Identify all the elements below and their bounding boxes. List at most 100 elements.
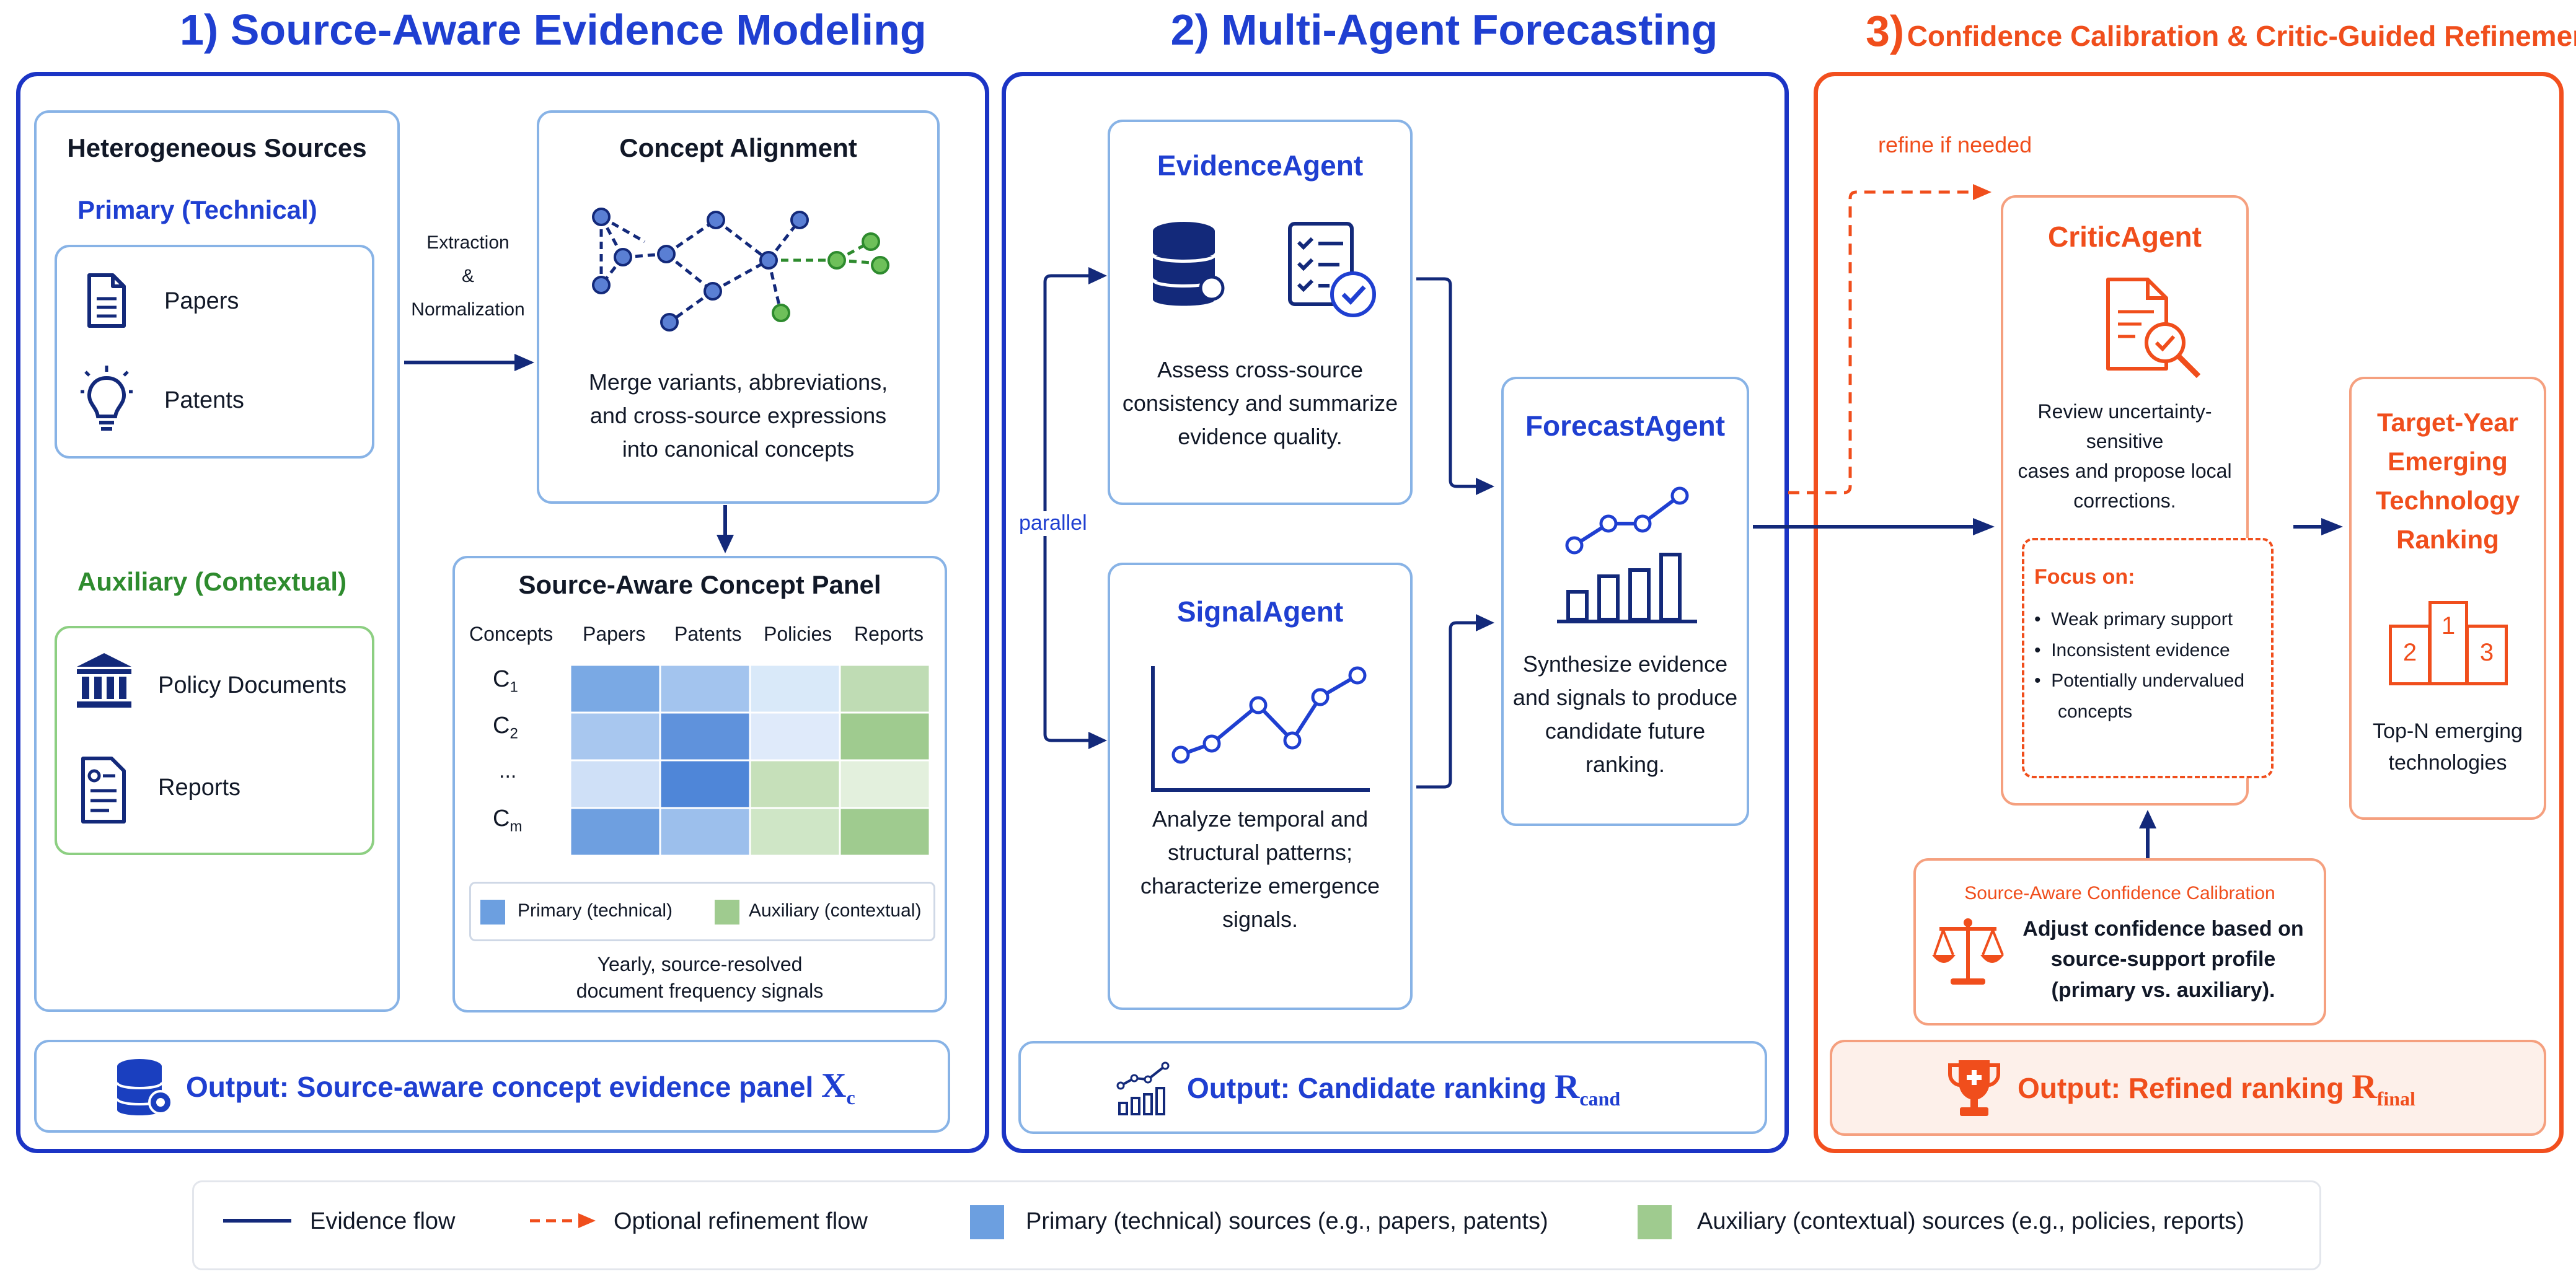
scales-icon — [1932, 918, 2004, 985]
column3-panel — [1814, 72, 2564, 1153]
podium-icon: 1 2 3 — [2386, 601, 2510, 688]
legend — [192, 1180, 2321, 1270]
alignment-down-arrow — [717, 505, 734, 553]
output2-box — [1018, 1041, 1767, 1134]
panel-row-label: Cm — [493, 806, 523, 835]
critic-desc-line1: Review uncertainty-sensitive — [2037, 400, 2212, 452]
forecast-desc-line3: candidate future — [1545, 718, 1706, 744]
panel-row-label: C2 — [493, 713, 518, 742]
alignment-desc-line1: Merge variants, abbreviations, — [588, 369, 888, 395]
output2-label: Output: Candidate ranking Rcand — [1187, 1068, 1621, 1110]
panel-header-papers: Papers — [583, 623, 646, 645]
focus-list: • Weak primary support • Inconsistent ev… — [2034, 604, 2257, 727]
legend-primary-sources: Primary (technical) sources (e.g., paper… — [1026, 1208, 1548, 1234]
target-title-line3: Technology — [2375, 486, 2520, 515]
source-reports: Reports — [158, 775, 241, 801]
auxiliary-swatch — [715, 900, 739, 925]
critic-agent-title: CriticAgent — [2048, 221, 2202, 253]
forecast-desc-line4: ranking. — [1585, 752, 1665, 777]
document-icon — [87, 273, 126, 328]
merge-arrows — [1416, 277, 1494, 789]
signal-agent-card — [1108, 563, 1413, 1010]
panel-header-reports: Reports — [854, 623, 924, 645]
concept-heatmap — [569, 664, 931, 857]
legend-primary-swatch — [970, 1205, 1004, 1239]
column2-title: 2) Multi-Agent Forecasting — [1170, 6, 1718, 54]
calibration-desc: Adjust confidence based on source-suppor… — [2014, 914, 2312, 1006]
forecast-to-critic-arrow — [1753, 518, 1995, 535]
signal-desc-line3: characterize emergence — [1140, 873, 1380, 898]
legend-optional-line — [530, 1213, 596, 1228]
signal-agent-desc: Analyze temporal and structural patterns… — [1108, 802, 1413, 936]
panel-header-patents: Patents — [674, 623, 742, 645]
target-ranking-title: Target-Year Emerging Technology Ranking — [2349, 403, 2546, 559]
growth-chart-icon — [1116, 1061, 1170, 1115]
calibration-desc-line2: source-support profile — [2050, 947, 2276, 972]
legend-evidence-line — [223, 1219, 291, 1223]
report-icon — [81, 757, 126, 824]
podium-third: 3 — [2466, 625, 2508, 685]
source-patents: Patents — [164, 387, 244, 413]
source-papers: Papers — [164, 288, 239, 314]
primary-label: Primary (Technical) — [77, 195, 317, 224]
critic-agent-desc: Review uncertainty-sensitive cases and p… — [2001, 397, 2249, 516]
calibration-up-arrow — [2139, 810, 2156, 858]
legend-auxiliary-sources: Auxiliary (contextual) sources (e.g., po… — [1697, 1208, 2244, 1234]
legend-optional-flow: Optional refinement flow — [614, 1208, 868, 1234]
signal-desc-line4: signals. — [1222, 907, 1299, 932]
signal-desc-line2: structural patterns; — [1167, 840, 1353, 865]
database-icon — [1151, 222, 1225, 306]
evidence-agent-title: EvidenceAgent — [1157, 149, 1364, 182]
parallel-branch-arrows — [1043, 267, 1107, 749]
lightbulb-icon — [81, 366, 133, 431]
concept-panel-title: Source-Aware Concept Panel — [518, 570, 881, 599]
critic-desc-line2: cases and propose local — [2018, 460, 2232, 482]
output3-symbol: Rfinal — [2352, 1068, 2415, 1110]
government-building-icon — [77, 653, 131, 708]
output3-box — [1830, 1040, 2546, 1136]
output1-box — [34, 1040, 950, 1133]
forecast-desc-line1: Synthesize evidence — [1522, 651, 1728, 677]
auxiliary-label: Auxiliary (Contextual) — [77, 567, 347, 596]
target-title-line2: Emerging — [2388, 447, 2508, 476]
trend-line-icon — [1151, 666, 1370, 792]
panel-caption-line2: document frequency signals — [576, 980, 824, 1003]
alignment-desc-line3: into canonical concepts — [622, 436, 855, 462]
output1-label: Output: Source-aware concept evidence pa… — [186, 1066, 855, 1109]
signal-agent-title: SignalAgent — [1176, 595, 1344, 628]
panel-header-concepts: Concepts — [469, 623, 554, 645]
panel-caption-line1: Yearly, source-resolved — [597, 953, 803, 975]
target-title-line4: Ranking — [2396, 525, 2499, 554]
target-ranking-card — [2349, 377, 2546, 820]
source-policy-documents: Policy Documents — [158, 672, 347, 698]
critic-to-target-arrow — [2293, 518, 2343, 535]
evidence-agent-desc: Assess cross-source consistency and summ… — [1108, 353, 1413, 454]
podium-second: 2 — [2389, 625, 2431, 685]
primary-swatch — [480, 900, 505, 925]
column1-panel — [16, 72, 989, 1153]
column2-panel — [1002, 72, 1789, 1153]
column3-number: 3) — [1866, 7, 1905, 55]
output3-label: Output: Refined ranking Rfinal — [2018, 1068, 2415, 1110]
podium-first: 1 — [2428, 601, 2468, 685]
extraction-arrow — [404, 354, 534, 371]
panel-row-label: ... — [499, 759, 517, 783]
signal-desc-line1: Analyze temporal and — [1152, 806, 1369, 832]
focus-item: • Weak primary support — [2034, 609, 2233, 630]
calibration-desc-line1: Adjust confidence based on — [2022, 917, 2304, 941]
legend-evidence-flow: Evidence flow — [310, 1208, 456, 1234]
forecast-desc-line2: and signals to produce — [1512, 685, 1738, 710]
focus-box — [2022, 538, 2274, 778]
sources-title: Heterogeneous Sources — [67, 133, 367, 162]
concept-alignment-card — [537, 110, 940, 504]
panel-row-label: C1 — [493, 666, 518, 696]
target-desc-line1: Top-N emerging — [2373, 719, 2523, 743]
output1-symbol: Xc — [821, 1066, 855, 1109]
focus-item: • Potentially undervalued concepts — [2034, 670, 2245, 722]
focus-item: • Inconsistent evidence — [2034, 639, 2230, 661]
growth-chart-icon — [1557, 486, 1697, 623]
database-icon — [116, 1059, 173, 1115]
forecast-agent-title: ForecastAgent — [1525, 410, 1726, 442]
concept-alignment-desc: Merge variants, abbreviations, and cross… — [537, 366, 940, 466]
